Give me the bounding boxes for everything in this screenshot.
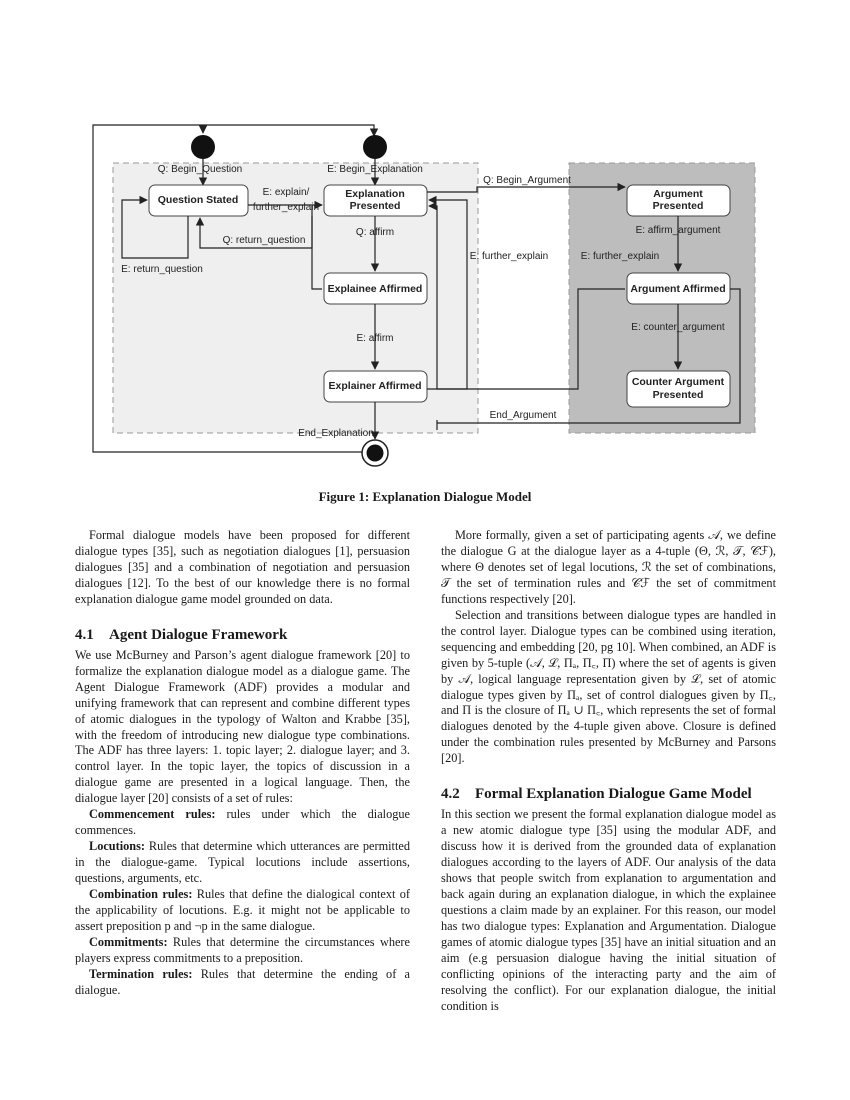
outer-loop-line [92,124,379,453]
label-further-explain-1: E: further_explain [470,251,548,262]
edge-return-question-e [121,195,189,259]
state-explanation-presented-line1: Explanation [345,188,405,200]
figure-caption: Figure 1: Explanation Dialogue Model [318,489,532,504]
state-counter-argument-line1: Counter Argument [632,376,725,388]
left-column: Formal dialogue models have been propose… [75,528,410,999]
state-explainee-affirmed-label: Explainee Affirmed [328,283,423,295]
formal-paragraph-2: Selection and transitions between dialog… [441,607,776,766]
section-title: Agent Dialogue Framework [109,626,288,643]
rule-term: Commencement rules: [89,807,216,822]
label-end-argument: End_Argument [490,410,557,421]
rule-text: Rules that determine the circumstances w… [75,934,410,965]
state-question-stated-label: Question Stated [158,194,239,206]
state-explainer-affirmed-label: Explainer Affirmed [329,380,422,392]
section-heading-4-1: 4.1 Agent Dialogue Framework [75,626,410,644]
state-counter-argument-presented [626,370,731,408]
formal-paragraph-1: More formally, given a set of participat… [441,528,776,606]
intro-paragraph: Formal dialogue models have been propose… [75,528,410,606]
label-affirm-e: E: affirm [356,333,393,344]
rule-commencement: Commencement rules: rules under which th… [75,807,410,839]
section-number: 4.2 [441,786,460,803]
explanation-dialogue-figure: Question Stated Explanation Presented Ex… [92,124,756,467]
right-column: More formally, given a set of participat… [441,528,776,1015]
edge-further-explain-from-argument [428,201,625,390]
end-node-inner [366,444,384,462]
label-counter-argument: E: counter_argument [631,322,725,333]
edge-begin-argument [427,182,626,193]
label-explain-line1: E: explain/ [263,187,310,198]
rule-text: Rules that define the dialogical context… [75,887,411,933]
rule-text: Rules that determine which utterances ar… [75,839,410,886]
label-explain-line2: further_explain [253,202,319,213]
edge-explainee-back [311,216,322,290]
rule-text: Rules that determine the ending of a dia… [75,966,410,997]
rule-term: Combination rules: [89,887,193,902]
label-return-question-q: Q: return_question [223,235,306,246]
label-affirm-q: Q: affirm [356,227,394,238]
explanation-start-node [363,135,387,159]
rule-commitments: Commitments: Rules that determine the ci… [75,935,410,967]
label-begin-explanation: E: Begin_Explanation [327,164,423,175]
label-further-explain-2: E: further_explain [581,251,659,262]
section-title: Formal Explanation Dialogue Game Model [475,786,752,803]
rule-term: Termination rules: [89,966,193,981]
rule-text: rules under which the dialogue commences… [75,807,410,838]
section-heading-4-2: 4.2 Formal Explanation Dialogue Game Mode… [441,785,776,803]
label-return-question-e: E: return_question [121,264,203,275]
section-body-paragraph: We use McBurney and Parson’s agent dialo… [75,647,410,806]
rule-term: Commitments: [89,934,168,949]
rule-locutions: Locutions: Rules that determine which ut… [75,839,410,887]
rule-combination: Combination rules: Rules that define the… [75,887,410,935]
section-body-paragraph: In this section we present the formal ex… [441,807,776,1013]
label-begin-argument: Q: Begin_Argument [483,175,571,186]
rule-termination: Termination rules: Rules that determine … [75,967,410,999]
label-begin-question: Q: Begin_Question [158,164,243,175]
state-argument-presented-line1: Argument [653,188,703,200]
state-explanation-presented-line2: Presented [350,200,401,212]
state-argument-affirmed-label: Argument Affirmed [630,283,725,295]
label-end-explanation: End_Explanation [298,428,374,439]
question-start-node [191,135,215,159]
state-argument-presented-line2: Presented [653,200,704,212]
edge-counter-loop [437,288,741,424]
state-counter-argument-line2: Presented [653,389,704,401]
section-number: 4.1 [75,626,94,643]
rule-term: Locutions: [89,839,146,854]
label-affirm-argument: E: affirm_argument [636,225,721,236]
state-question-stated [148,184,249,217]
